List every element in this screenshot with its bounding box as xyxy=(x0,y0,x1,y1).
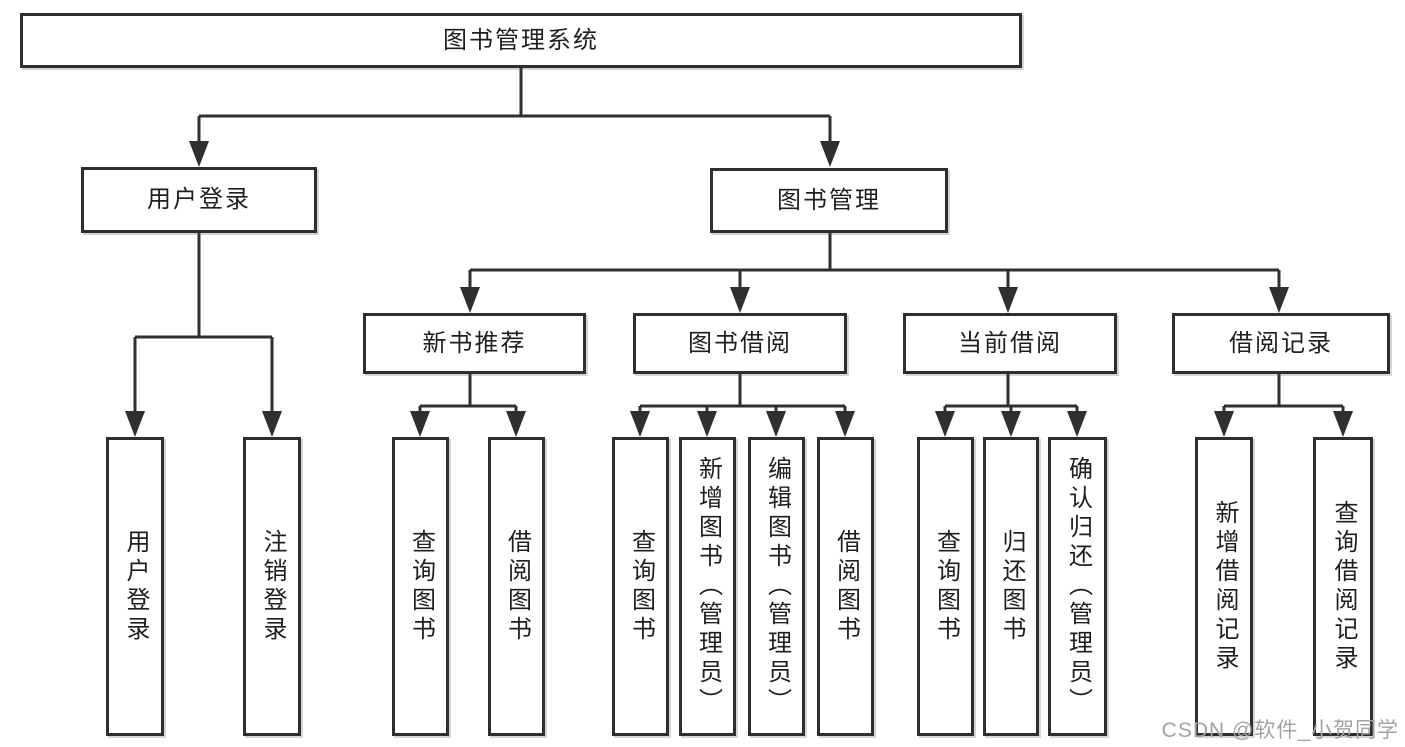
leaf-confirm-return-admin: 确认归还（管理员） xyxy=(1048,437,1107,736)
leaf-query-borrow-record: 查询借阅记录 xyxy=(1313,437,1373,736)
node-book-borrow: 图书借阅 xyxy=(633,313,847,374)
node-new-book-recommend: 新书推荐 xyxy=(363,313,586,374)
leaf-borrow-book: 借阅图书 xyxy=(817,437,874,736)
leaf-query-book-recommend: 查询图书 xyxy=(392,437,449,736)
node-root: 图书管理系统 xyxy=(20,13,1022,68)
node-book-management: 图书管理 xyxy=(710,168,948,233)
node-user-login: 用户登录 xyxy=(81,167,317,233)
leaf-query-book-current: 查询图书 xyxy=(917,437,974,736)
leaf-add-book-admin: 新增图书（管理员） xyxy=(679,437,736,736)
leaf-logout: 注销登录 xyxy=(243,437,301,736)
node-current-borrow: 当前借阅 xyxy=(903,313,1117,374)
leaf-query-book-borrow: 查询图书 xyxy=(612,437,669,736)
leaf-borrow-book-recommend: 借阅图书 xyxy=(488,437,545,736)
leaf-add-borrow-record: 新增借阅记录 xyxy=(1195,437,1253,736)
node-borrow-records: 借阅记录 xyxy=(1172,313,1390,374)
leaf-return-book: 归还图书 xyxy=(983,437,1039,736)
leaf-user-login: 用户登录 xyxy=(106,437,164,736)
leaf-edit-book-admin: 编辑图书（管理员） xyxy=(748,437,805,736)
